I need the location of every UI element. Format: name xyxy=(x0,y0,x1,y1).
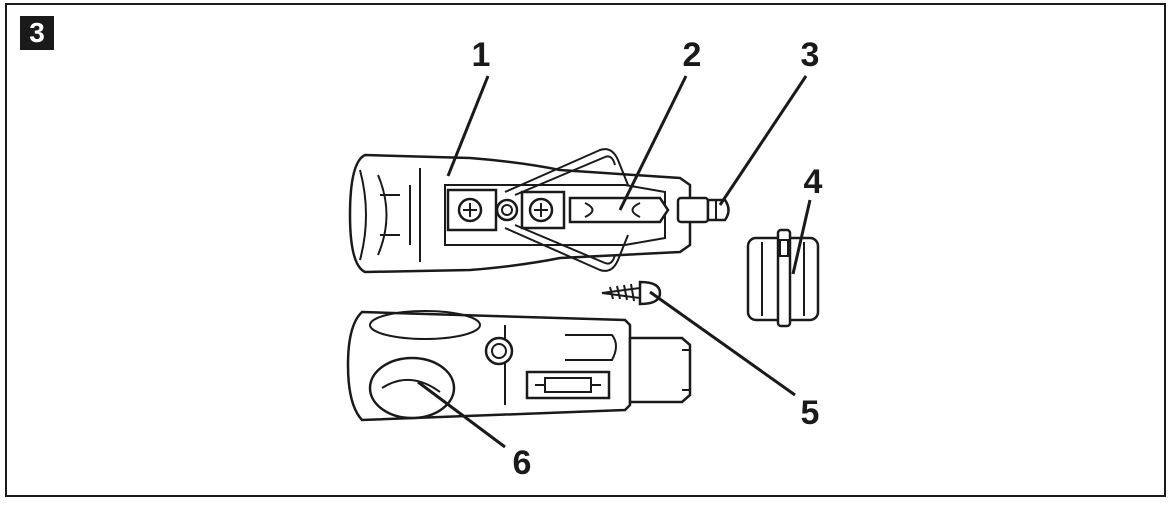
leader-line-1 xyxy=(446,75,490,177)
leader-lines xyxy=(417,75,812,449)
leader-line-2 xyxy=(618,75,688,211)
callout-label-2: 2 xyxy=(683,36,702,74)
plug-housing-open xyxy=(348,148,730,274)
leader-line-6 xyxy=(417,380,506,449)
leader-line-3 xyxy=(718,75,808,206)
callout-label-1: 1 xyxy=(472,36,491,74)
callout-label-4: 4 xyxy=(804,163,823,201)
leader-line-4 xyxy=(791,199,812,275)
housing-screw xyxy=(601,280,662,306)
callout-label-3: 3 xyxy=(801,36,820,74)
figure-number-badge: 3 xyxy=(20,16,54,50)
callout-labels: 1 2 3 4 5 6 xyxy=(472,36,823,482)
leader-line-5 xyxy=(649,290,796,397)
callout-label-6: 6 xyxy=(513,444,532,482)
callout-label-5: 5 xyxy=(801,394,820,432)
plug-housing-closed xyxy=(346,310,692,422)
figure-frame xyxy=(5,3,1166,497)
fuse-sleeve xyxy=(746,228,820,328)
